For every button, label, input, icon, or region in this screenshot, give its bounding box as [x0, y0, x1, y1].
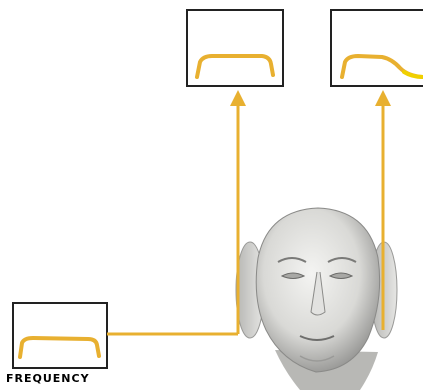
left-output-box-frame	[186, 9, 284, 87]
right-output-box	[330, 9, 423, 87]
signal-paths	[107, 90, 391, 336]
right-arrowhead	[375, 90, 391, 106]
left-output-curve	[195, 54, 275, 79]
head-eye-left	[280, 272, 306, 279]
input-response-box	[12, 302, 108, 369]
head-brow-right	[327, 257, 357, 263]
frequency-label: FREQUENCY	[6, 372, 90, 385]
input-response-curve	[18, 336, 101, 359]
head-mouth	[299, 335, 335, 341]
mannequin-head-icon	[235, 207, 398, 390]
left-output-box	[186, 9, 284, 87]
head-eye-right	[328, 272, 354, 279]
head-nose	[310, 271, 326, 316]
right-output-box-frame	[330, 9, 423, 87]
head-brow-left	[277, 257, 307, 263]
head-chin	[299, 355, 335, 362]
input-box-frame	[12, 302, 108, 369]
right-output-curve-tail	[402, 70, 423, 79]
left-arrowhead	[230, 90, 246, 106]
